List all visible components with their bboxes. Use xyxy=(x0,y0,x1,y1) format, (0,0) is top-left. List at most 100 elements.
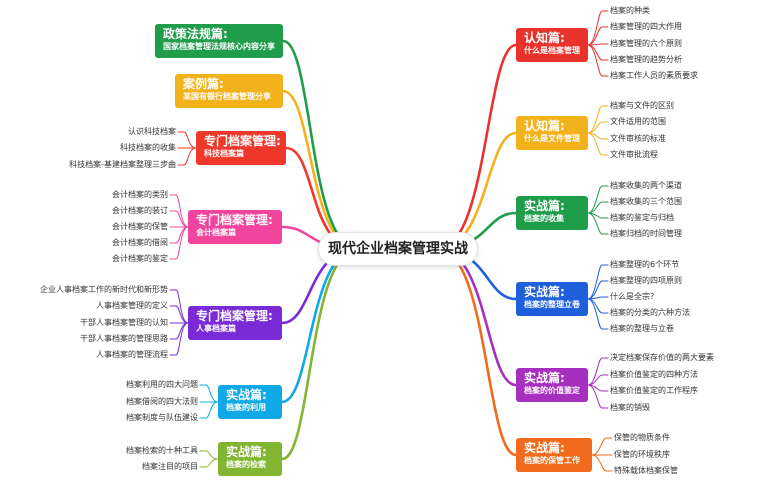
branch-title: 实战篇: xyxy=(226,388,267,402)
branch-link xyxy=(280,247,360,461)
leaf-item[interactable]: 文件审批流程 xyxy=(610,150,658,159)
leaf-link xyxy=(591,437,613,456)
branch-subtitle: 档案的价值鉴定 xyxy=(524,386,580,396)
leaf-item[interactable]: 会计档案的保管 xyxy=(112,222,168,231)
leaf-link xyxy=(169,210,189,228)
leaf-item[interactable]: 人事档案的管理流程 xyxy=(96,350,168,359)
leaf-item[interactable]: 决定档案保存价值的两大要素 xyxy=(610,353,714,362)
leaf-link xyxy=(587,264,609,300)
branch-link xyxy=(436,43,518,251)
left-branch-1[interactable]: 政策法规篇:国家档案管理法规核心内容分享 xyxy=(155,24,283,58)
branch-subtitle: 档案的收集 xyxy=(524,214,564,224)
leaf-item[interactable]: 干部人事档案的管理思路 xyxy=(80,334,168,343)
leaf-item[interactable]: 科技档案-基建档案整理三步曲 xyxy=(69,160,176,169)
branch-subtitle: 档案的利用 xyxy=(226,403,266,413)
branch-subtitle: 档案的整理立卷 xyxy=(524,300,580,310)
branch-title: 认知篇: xyxy=(524,119,565,133)
right-branch-6[interactable]: 实战篇:档案的保管工作 xyxy=(516,438,592,472)
left-branch-3[interactable]: 专门档案管理:科技档案篇 xyxy=(196,131,286,165)
leaf-item[interactable]: 认识科技档案 xyxy=(128,127,176,136)
leaf-item[interactable]: 档案注目的项目 xyxy=(142,462,198,471)
branch-subtitle: 档案的检索 xyxy=(226,460,266,470)
leaf-item[interactable]: 人事档案管理的定义 xyxy=(96,301,168,310)
leaf-item[interactable]: 什么是全宗? xyxy=(610,292,655,301)
branch-title: 实战篇: xyxy=(524,441,565,455)
leaf-item[interactable]: 档案管理的六个原则 xyxy=(610,39,682,48)
leaf-item[interactable]: 档案的整理与立卷 xyxy=(610,324,674,333)
leaf-item[interactable]: 档案收集的三个范围 xyxy=(610,197,682,206)
leaf-item[interactable]: 会计档案的鉴定 xyxy=(112,254,168,263)
leaf-link xyxy=(169,305,189,324)
leaf-item[interactable]: 文件审核的标准 xyxy=(610,134,666,143)
branch-title: 专门档案管理: xyxy=(196,213,273,227)
leaf-link xyxy=(587,44,609,77)
leaf-link xyxy=(169,226,189,260)
leaf-link xyxy=(587,280,609,300)
leaf-link xyxy=(587,201,609,214)
leaf-item[interactable]: 保管的环境秩序 xyxy=(614,450,670,459)
left-branch-6[interactable]: 实战篇:档案的利用 xyxy=(218,385,282,419)
leaf-link xyxy=(587,384,609,409)
leaf-item[interactable]: 档案管理的四大作用 xyxy=(610,22,682,31)
branch-subtitle: 什么是文件管理 xyxy=(524,134,580,144)
leaf-item[interactable]: 档案利用的四大问题 xyxy=(126,380,198,389)
leaf-item[interactable]: 档案归档的时间管理 xyxy=(610,229,682,238)
branch-title: 实战篇: xyxy=(226,445,267,459)
leaf-item[interactable]: 档案检索的十种工具 xyxy=(126,446,198,455)
right-branch-5[interactable]: 实战篇:档案的价值鉴定 xyxy=(516,368,588,402)
leaf-item[interactable]: 档案的种类 xyxy=(610,6,650,15)
leaf-link xyxy=(587,374,609,386)
left-branch-7[interactable]: 实战篇:档案的检索 xyxy=(218,442,282,476)
leaf-item[interactable]: 档案的分类的六种方法 xyxy=(610,308,690,317)
leaf-item[interactable]: 会计档案的借阅 xyxy=(112,238,168,247)
branch-subtitle: 会计档案篇 xyxy=(196,228,236,238)
leaf-item[interactable]: 特殊载体档案保管 xyxy=(614,466,678,475)
leaf-item[interactable]: 档案管理的趋势分析 xyxy=(610,55,682,64)
right-branch-1[interactable]: 认知篇:什么是档案管理 xyxy=(516,28,588,62)
leaf-link xyxy=(587,121,609,134)
leaf-item[interactable]: 档案借阅的四大法则 xyxy=(126,397,198,406)
left-branch-4[interactable]: 专门档案管理:会计档案篇 xyxy=(188,210,282,244)
leaf-item[interactable]: 文件适用的范围 xyxy=(610,117,666,126)
leaf-link xyxy=(587,296,609,300)
leaf-item[interactable]: 档案价值鉴定的工作程序 xyxy=(610,386,698,395)
leaf-link xyxy=(587,10,609,46)
branch-title: 实战篇: xyxy=(524,199,565,213)
branch-subtitle: 某国有银行档案管理分享 xyxy=(183,92,271,102)
branch-subtitle: 档案的保管工作 xyxy=(524,456,580,466)
branch-title: 专门档案管理: xyxy=(196,309,273,323)
leaf-item[interactable]: 档案制度与队伍建设 xyxy=(126,413,198,422)
leaf-item[interactable]: 档案整理的6个环节 xyxy=(610,260,680,269)
leaf-item[interactable]: 企业人事档案工作的新时代和新形势 xyxy=(40,285,168,294)
leaf-link xyxy=(587,26,609,46)
leaf-item[interactable]: 科技档案的收集 xyxy=(120,143,176,152)
branch-title: 案例篇: xyxy=(183,77,224,91)
right-branch-4[interactable]: 实战篇:档案的整理立卷 xyxy=(516,282,588,316)
leaf-item[interactable]: 档案收集的两个渠道 xyxy=(610,181,682,190)
leaf-link xyxy=(169,322,189,356)
leaf-item[interactable]: 档案工作人员的素质要求 xyxy=(610,71,698,80)
leaf-item[interactable]: 档案整理的四项原则 xyxy=(610,276,682,285)
left-branch-5[interactable]: 专门档案管理:人事档案篇 xyxy=(188,306,282,340)
leaf-item[interactable]: 档案与文件的区别 xyxy=(610,101,674,110)
leaf-link xyxy=(587,185,609,214)
leaf-item[interactable]: 档案价值鉴定的四种方法 xyxy=(610,370,698,379)
leaf-link xyxy=(177,131,197,149)
center-topic[interactable]: 现代企业档案管理实战 xyxy=(318,232,478,266)
right-branch-3[interactable]: 实战篇:档案的收集 xyxy=(516,196,588,230)
leaf-link xyxy=(199,458,219,468)
leaf-item[interactable]: 会计档案的装订 xyxy=(112,206,168,215)
leaf-item[interactable]: 干部人事档案管理的认知 xyxy=(80,318,168,327)
leaf-item[interactable]: 档案的销毁 xyxy=(610,403,650,412)
branch-link xyxy=(436,247,518,457)
branch-title: 政策法规篇: xyxy=(163,27,228,41)
left-branch-2[interactable]: 案例篇:某国有银行档案管理分享 xyxy=(175,74,283,108)
right-branch-2[interactable]: 认知篇:什么是文件管理 xyxy=(516,116,588,150)
leaf-item[interactable]: 保管的物质条件 xyxy=(614,433,670,442)
leaf-item[interactable]: 档案的鉴定与归档 xyxy=(610,213,674,222)
leaf-link xyxy=(587,105,609,134)
branch-subtitle: 什么是档案管理 xyxy=(524,46,580,56)
leaf-link xyxy=(587,298,609,330)
leaf-item[interactable]: 会计档案的类别 xyxy=(112,190,168,199)
